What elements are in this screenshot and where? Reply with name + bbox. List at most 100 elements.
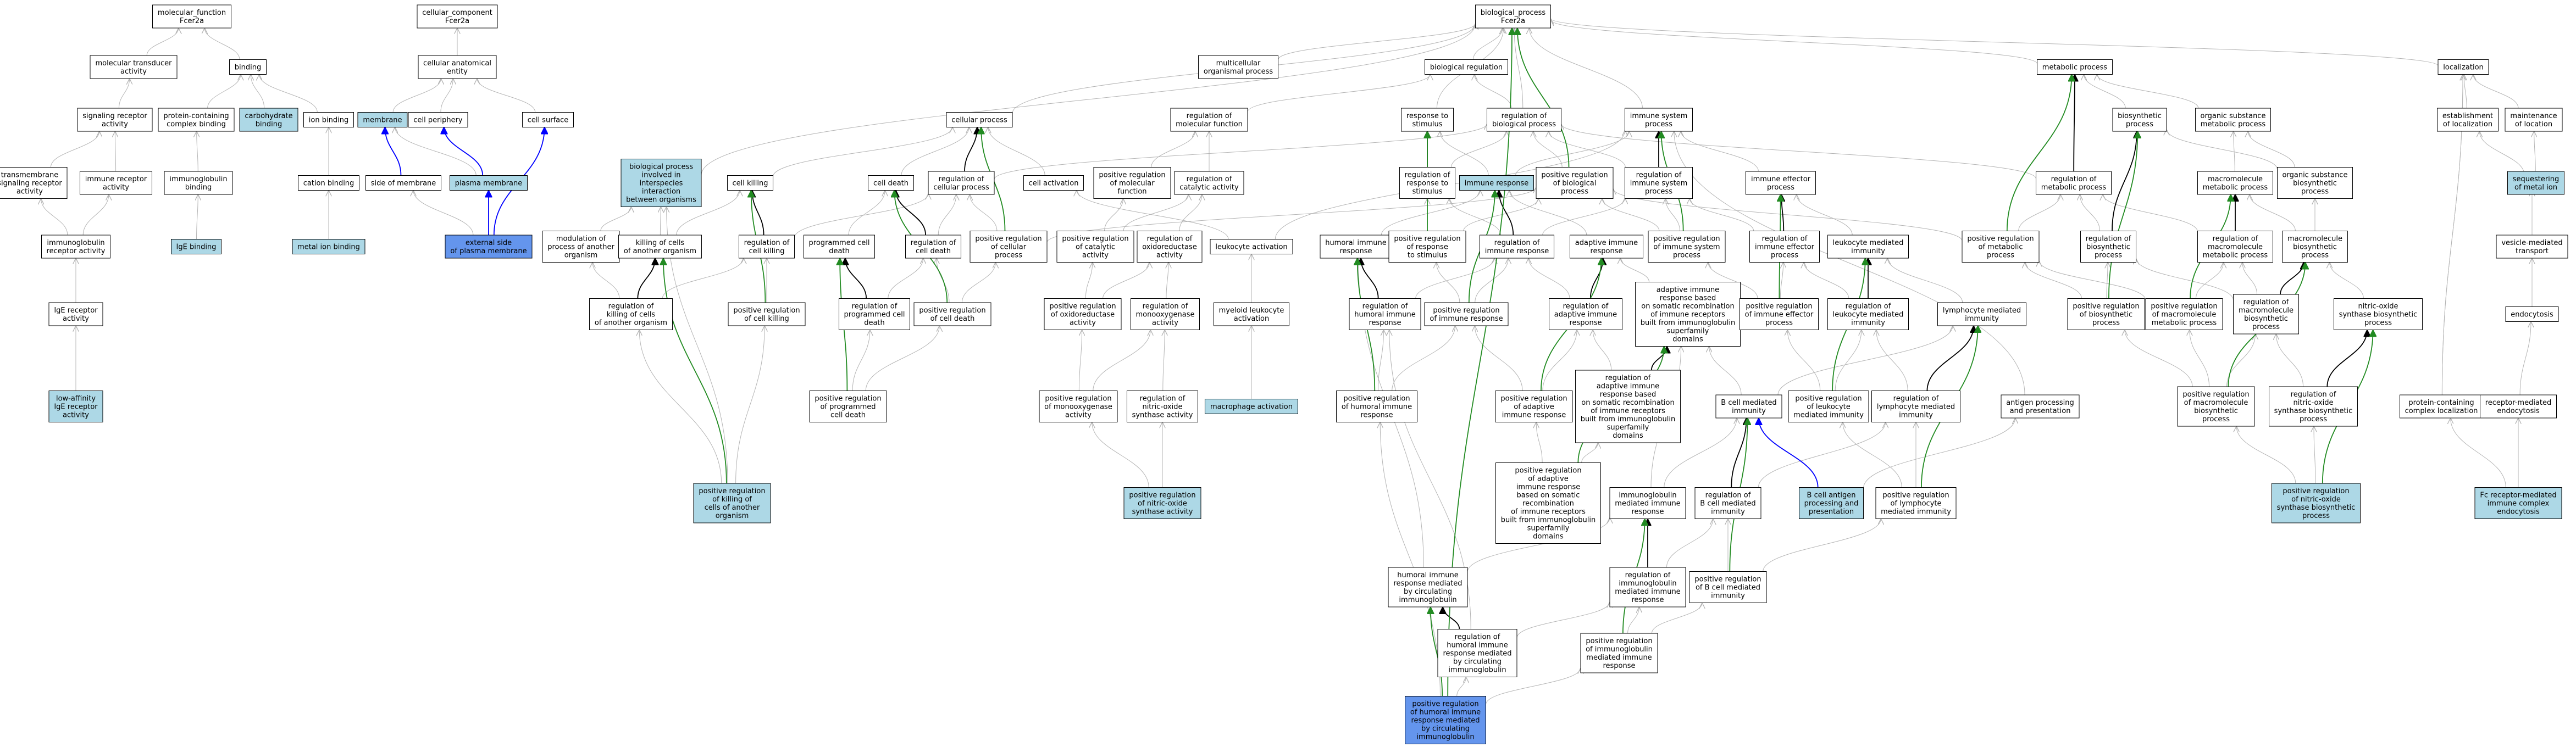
node-plasmamem[interactable]: plasma membrane bbox=[450, 175, 528, 191]
node-binding[interactable]: binding bbox=[229, 59, 267, 75]
node-macroact[interactable]: macrophage activation bbox=[1205, 399, 1298, 414]
node-immresp[interactable]: immune response bbox=[1459, 175, 1534, 191]
node-cellsurf[interactable]: cell surface bbox=[522, 112, 574, 127]
node-igebind[interactable]: IgE binding bbox=[171, 239, 221, 254]
node-cellperi[interactable]: cell periphery bbox=[408, 112, 468, 127]
node-metab[interactable]: metabolic process bbox=[2037, 59, 2113, 75]
node-cellact[interactable]: cell activation bbox=[1023, 175, 1084, 191]
node-bioreg[interactable]: biological regulation bbox=[1425, 59, 1508, 75]
node-celldeath[interactable]: cell death bbox=[868, 175, 914, 191]
node-cellkill[interactable]: cell killing bbox=[727, 175, 773, 191]
node-catbind[interactable]: cation binding bbox=[298, 175, 359, 191]
node-endocyt[interactable]: endocytosis bbox=[2505, 306, 2559, 322]
node-cellproc[interactable]: cellular process bbox=[946, 112, 1013, 127]
node-ionbind[interactable]: ion binding bbox=[303, 112, 354, 127]
node-metalion[interactable]: metal ion binding bbox=[292, 239, 365, 254]
node-leukact[interactable]: leukocyte activation bbox=[1210, 239, 1293, 254]
node-local[interactable]: localization bbox=[2437, 59, 2489, 75]
node-sidemem[interactable]: side of membrane bbox=[365, 175, 441, 191]
